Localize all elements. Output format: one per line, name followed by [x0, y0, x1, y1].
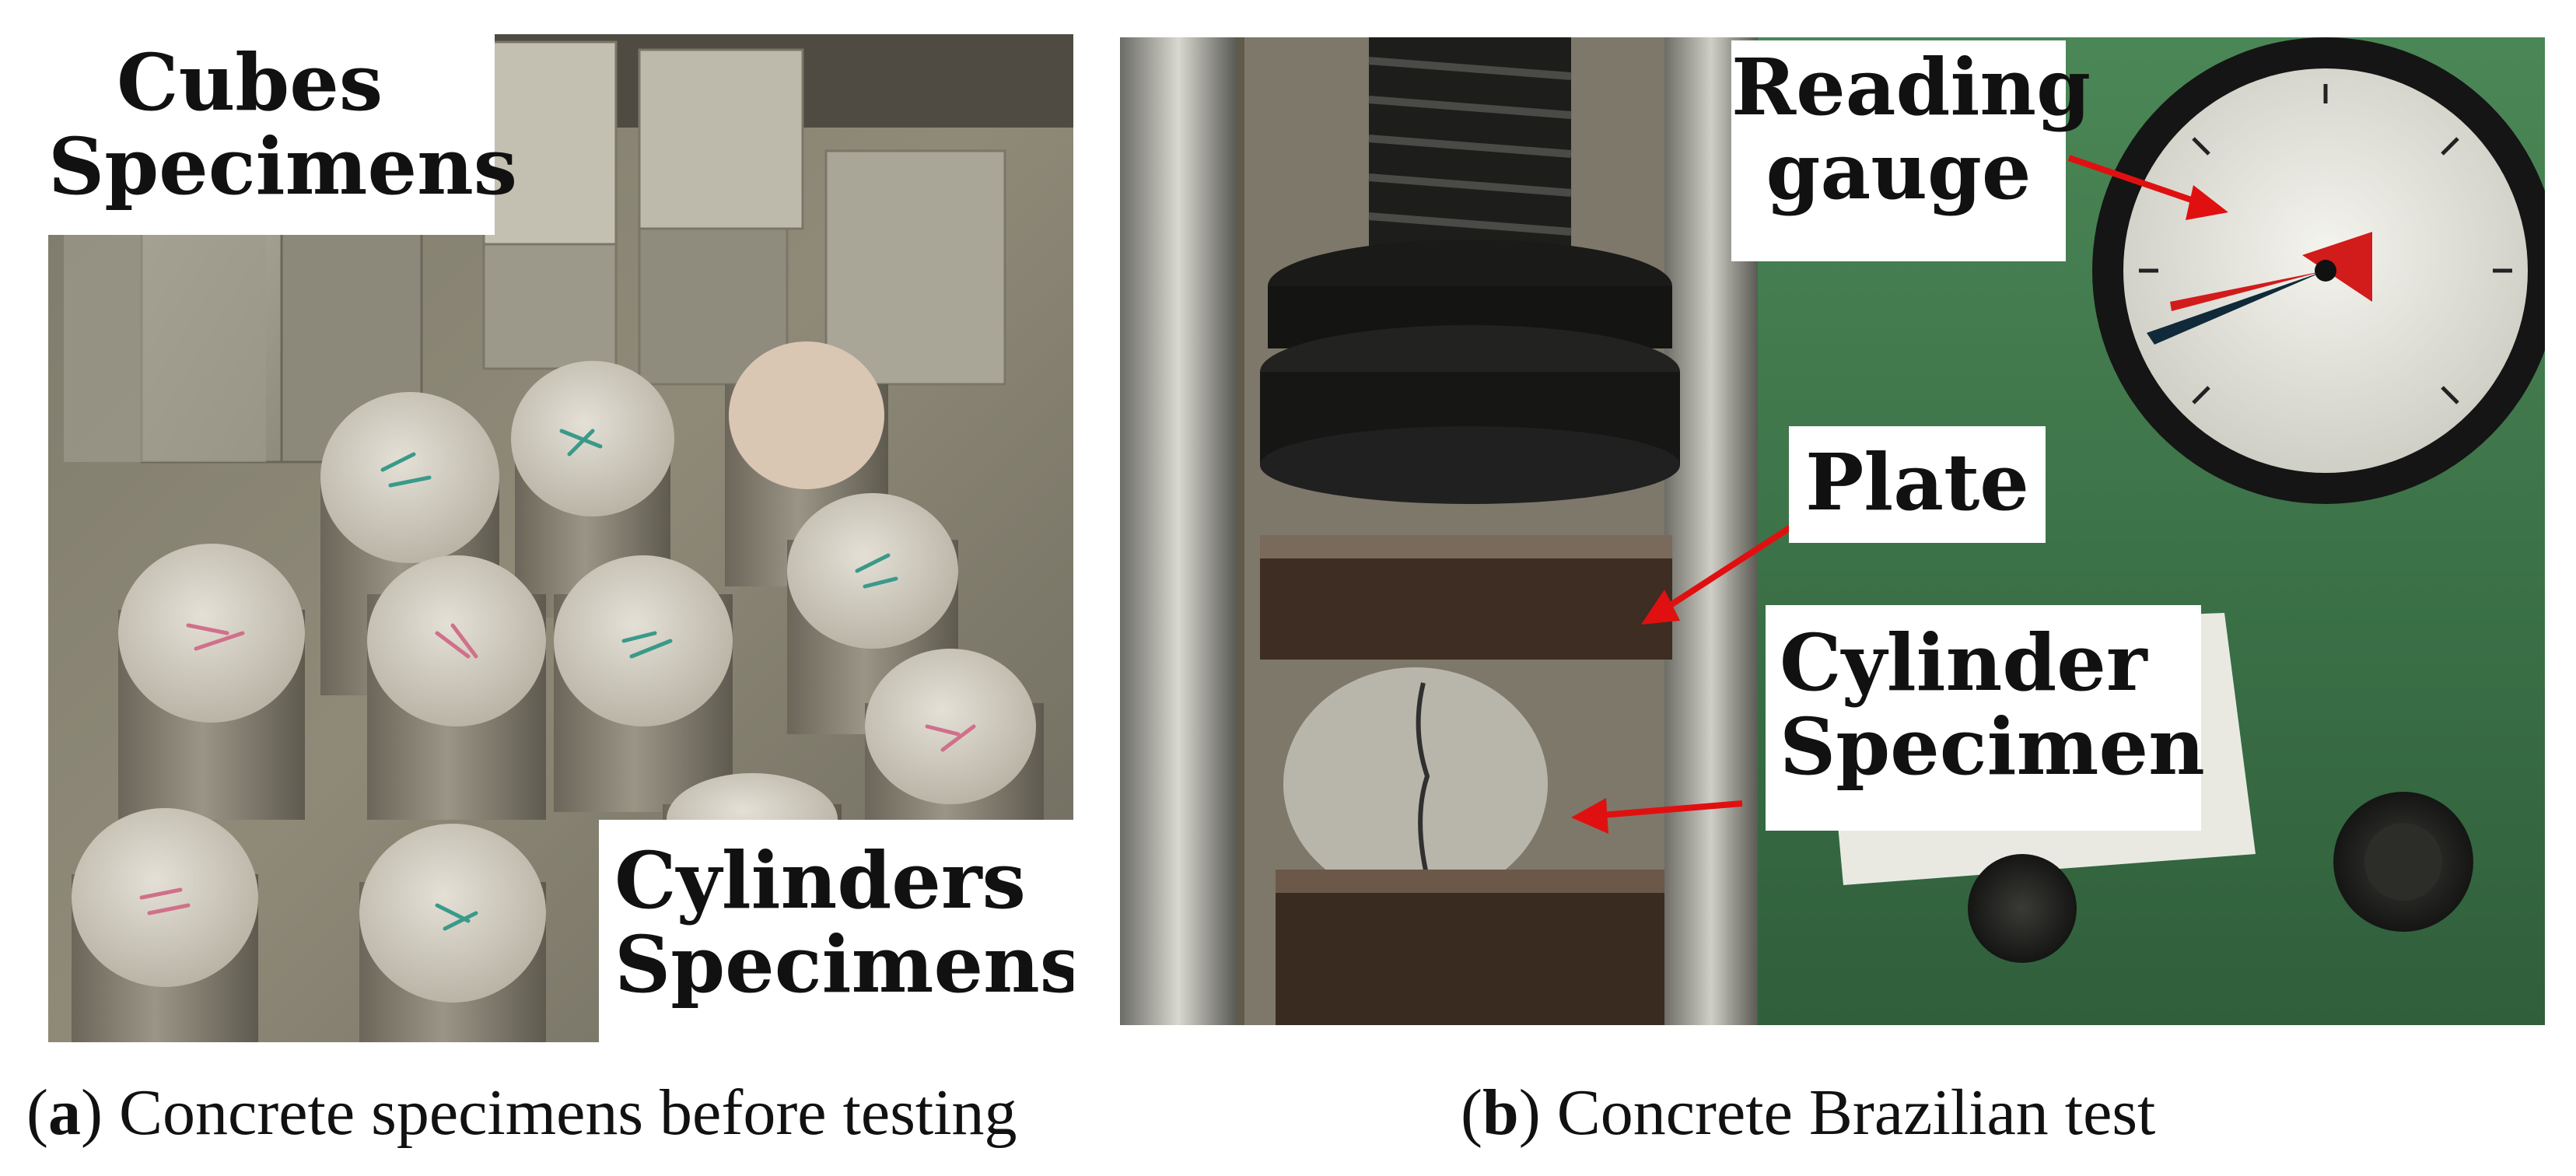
cylinder-specimen — [1283, 667, 1548, 901]
photo-panel-b: Reading gauge Plate Cylinder Specimen — [1120, 37, 2545, 1025]
caption-b: (b) Concrete Brazilian test — [1461, 1076, 2156, 1149]
plate-label: Plate — [1789, 426, 2046, 543]
cylinder-specimen-label: Cylinder Specimen — [1766, 605, 2205, 831]
caption-a-letter: a — [47, 1076, 81, 1149]
cylinder-label-line-2: Specimen — [1780, 701, 2205, 793]
cubes-label-line-1: Cubes — [117, 37, 383, 128]
cylinders-label-line-1: Cylinders — [614, 835, 1026, 926]
caption-a-text: Concrete specimens before testing — [118, 1076, 1017, 1149]
plate-label-text: Plate — [1805, 436, 2029, 528]
control-knob-left — [1968, 854, 2077, 963]
photo-panel-a: Cubes Specimens Cylinders Specimens — [48, 34, 1073, 1042]
cylinder-label-line-1: Cylinder — [1780, 617, 2147, 709]
cylinders-label-line-2: Specimens — [614, 919, 1073, 1010]
reading-gauge-label: Reading gauge — [1731, 40, 2091, 261]
concrete-specimens-photo — [48, 34, 1073, 1042]
caption-b-text: Concrete Brazilian test — [1556, 1076, 2156, 1149]
cubes-label-line-2: Specimens — [48, 121, 518, 212]
cylinders-specimens-label: Cylinders Specimens — [599, 820, 1073, 1042]
press-screw — [1368, 37, 1572, 271]
caption-a: (a) Concrete specimens before testing — [26, 1076, 1017, 1149]
gauge-label-line-1: Reading — [1731, 41, 2091, 133]
cubes-specimens-label: Cubes Specimens — [48, 34, 518, 235]
annotation-arrows — [1571, 155, 2228, 834]
reading-gauge-dial — [2092, 37, 2545, 504]
gauge-label-line-2: gauge — [1766, 125, 2032, 217]
brazilian-test-photo — [1120, 37, 2545, 1025]
caption-b-letter: b — [1482, 1076, 1519, 1149]
